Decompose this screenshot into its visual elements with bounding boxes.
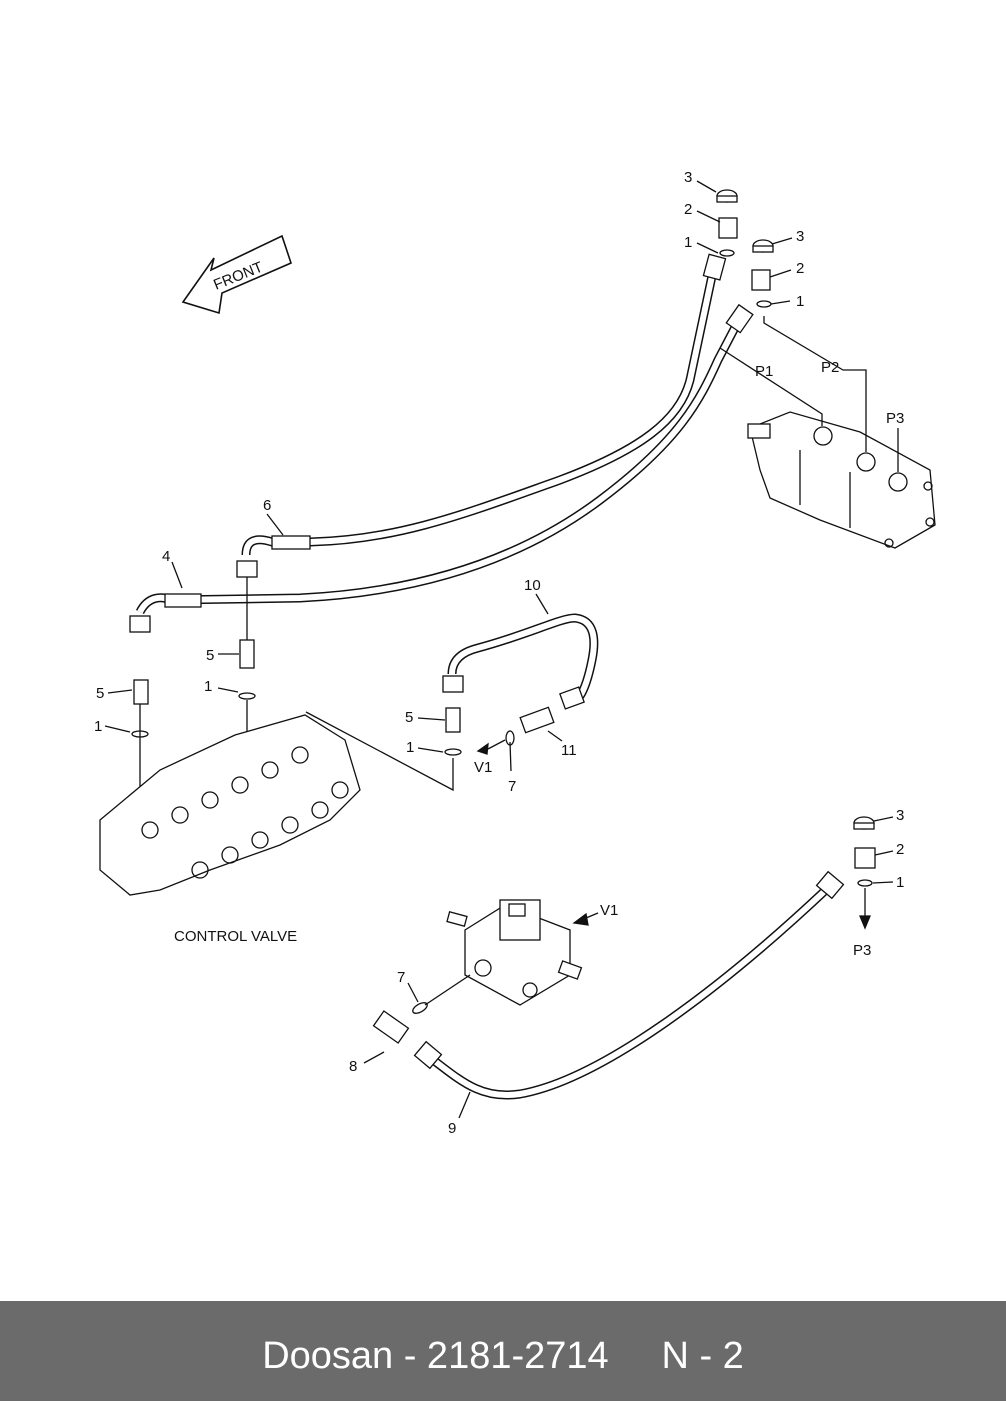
port-p1-label: P1 [755, 363, 773, 380]
callout-2: 2 [684, 201, 692, 218]
callout-7: 7 [397, 969, 405, 986]
front-arrow-icon [181, 234, 292, 315]
callout-3: 3 [896, 807, 904, 824]
port-p3-label: P3 [886, 410, 904, 427]
callout-1: 1 [796, 293, 804, 310]
port-p2-label: P2 [821, 359, 839, 376]
callout-8: 8 [349, 1058, 357, 1075]
callout-9: 9 [448, 1120, 456, 1137]
hydraulic-parts-diagram: FRONT 3 2 1 3 2 1 P1 P2 P3 6 4 5 5 1 1 1… [94, 169, 936, 1137]
footer-text: Doosan - 2181-2714 N - 2 [262, 1335, 744, 1377]
hose-fitting-top-right [725, 303, 754, 334]
hose-9 [413, 870, 845, 1100]
leader-p1 [719, 347, 823, 426]
callout-2: 2 [896, 841, 904, 858]
fitting-stack-left [716, 189, 738, 257]
callout-7: 7 [508, 778, 516, 795]
hydraulic-pump [747, 411, 936, 549]
v1-arrow-solenoid-icon [572, 912, 589, 926]
callout-5: 5 [206, 647, 214, 664]
callout-1: 1 [896, 874, 904, 891]
callout-10: 10 [524, 577, 541, 594]
callout-11: 11 [561, 742, 577, 759]
callout-3: 3 [684, 169, 692, 186]
leader-p2 [763, 316, 867, 452]
callout-1: 1 [406, 739, 414, 756]
control-valve [99, 714, 361, 896]
hose-fitting-top-left [702, 253, 727, 281]
fitting-stack-p3 [853, 816, 876, 918]
callout-5: 5 [96, 685, 104, 702]
fitting-8-elbow [372, 1002, 428, 1044]
hose-10 [442, 613, 599, 756]
leader-cv-10 [305, 711, 454, 792]
hose-4 [135, 315, 744, 615]
port-p3-label: P3 [853, 942, 871, 959]
callout-4: 4 [162, 548, 170, 565]
footer-bar: Doosan - 2181-2714 N - 2 [0, 1301, 1006, 1401]
callout-1: 1 [684, 234, 692, 251]
p3-arrow-icon [859, 915, 871, 930]
callout-5: 5 [405, 709, 413, 726]
hose-6 [241, 275, 717, 556]
callout-1: 1 [94, 718, 102, 735]
solenoid-valve [446, 899, 583, 1006]
callout-6: 6 [263, 497, 271, 514]
callout-1: 1 [204, 678, 212, 695]
fitting-stack-right [751, 239, 774, 308]
port-v1-label: V1 [474, 759, 492, 776]
control-valve-label: CONTROL VALVE [174, 928, 297, 945]
port-v1-label: V1 [600, 902, 618, 919]
callout-2: 2 [796, 260, 804, 277]
callout-3: 3 [796, 228, 804, 245]
v1-arrow-icon [476, 742, 489, 755]
